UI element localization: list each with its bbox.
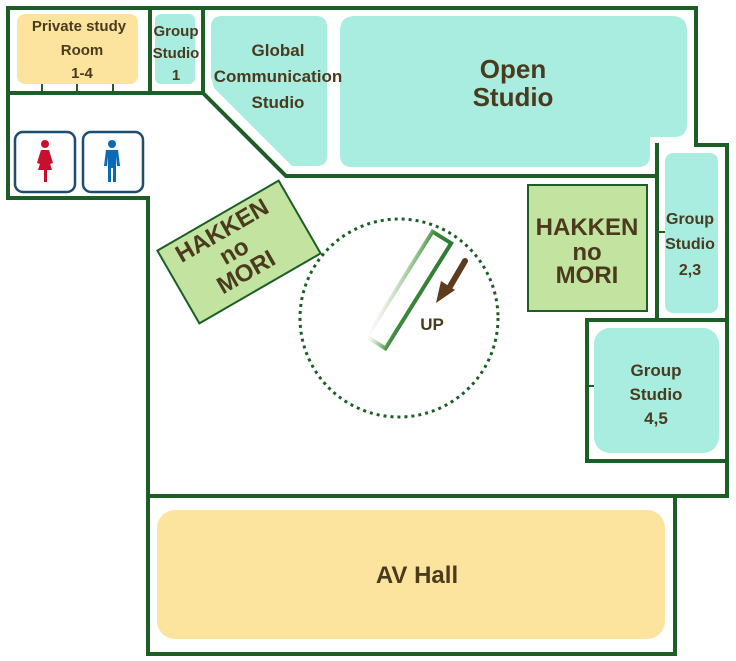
svg-text:1: 1 [172, 67, 180, 84]
svg-text:4,5: 4,5 [644, 409, 668, 428]
svg-text:2,3: 2,3 [679, 262, 701, 279]
svg-text:1-4: 1-4 [71, 65, 93, 82]
svg-text:Global: Global [252, 41, 305, 60]
svg-text:Studio: Studio [630, 385, 683, 404]
group-studio-4-5[interactable] [594, 328, 719, 453]
svg-text:Studio: Studio [473, 82, 554, 112]
male-restroom-icon[interactable] [81, 130, 145, 194]
group-studio-2-3-label: Group Studio 2,3 [665, 211, 715, 279]
up-arrow-icon [436, 258, 468, 303]
female-restroom-icon[interactable] [13, 130, 77, 194]
svg-text:Room: Room [61, 42, 104, 59]
hakken-no-mori-right[interactable] [527, 184, 648, 312]
svg-text:Group: Group [631, 361, 682, 380]
av-hall[interactable] [157, 510, 665, 639]
svg-text:Group: Group [666, 211, 714, 228]
svg-text:Communication: Communication [214, 67, 342, 86]
group-studio-1[interactable] [155, 14, 195, 84]
svg-text:Studio: Studio [665, 236, 715, 253]
global-communication-label: Global Communication Studio [214, 41, 342, 112]
staircase[interactable] [364, 228, 454, 352]
open-studio[interactable] [340, 16, 687, 167]
svg-text:Private study: Private study [32, 18, 127, 35]
group-studio-2-3[interactable] [665, 153, 718, 313]
stairs-up-label: UP [420, 315, 444, 334]
global-communication-studio[interactable] [211, 16, 327, 166]
group-studio-1-label: Group Studio 1 [153, 23, 200, 84]
svg-text:Group: Group [154, 23, 199, 40]
svg-text:Open: Open [480, 54, 546, 84]
hakken-right-label: HAKKEN no MORI [536, 214, 639, 289]
av-hall-label: AV Hall [376, 562, 458, 589]
floor-walls [6, 6, 729, 656]
svg-text:Studio: Studio [153, 45, 200, 62]
svg-text:HAKKEN: HAKKEN [536, 214, 639, 241]
svg-text:Studio: Studio [252, 93, 305, 112]
open-studio-label: Open Studio [473, 54, 554, 112]
svg-text:no: no [572, 239, 601, 266]
hakken-no-mori-left[interactable] [156, 179, 322, 325]
studio-dividers [587, 231, 665, 387]
group-studio-4-5-label: Group Studio 4,5 [630, 361, 683, 428]
private-study-label: Private study Room 1-4 [32, 18, 127, 82]
svg-text:MORI: MORI [556, 262, 619, 289]
private-study-room[interactable] [17, 14, 138, 84]
study-room-dividers [41, 84, 114, 93]
stairwell-circle [298, 217, 500, 419]
